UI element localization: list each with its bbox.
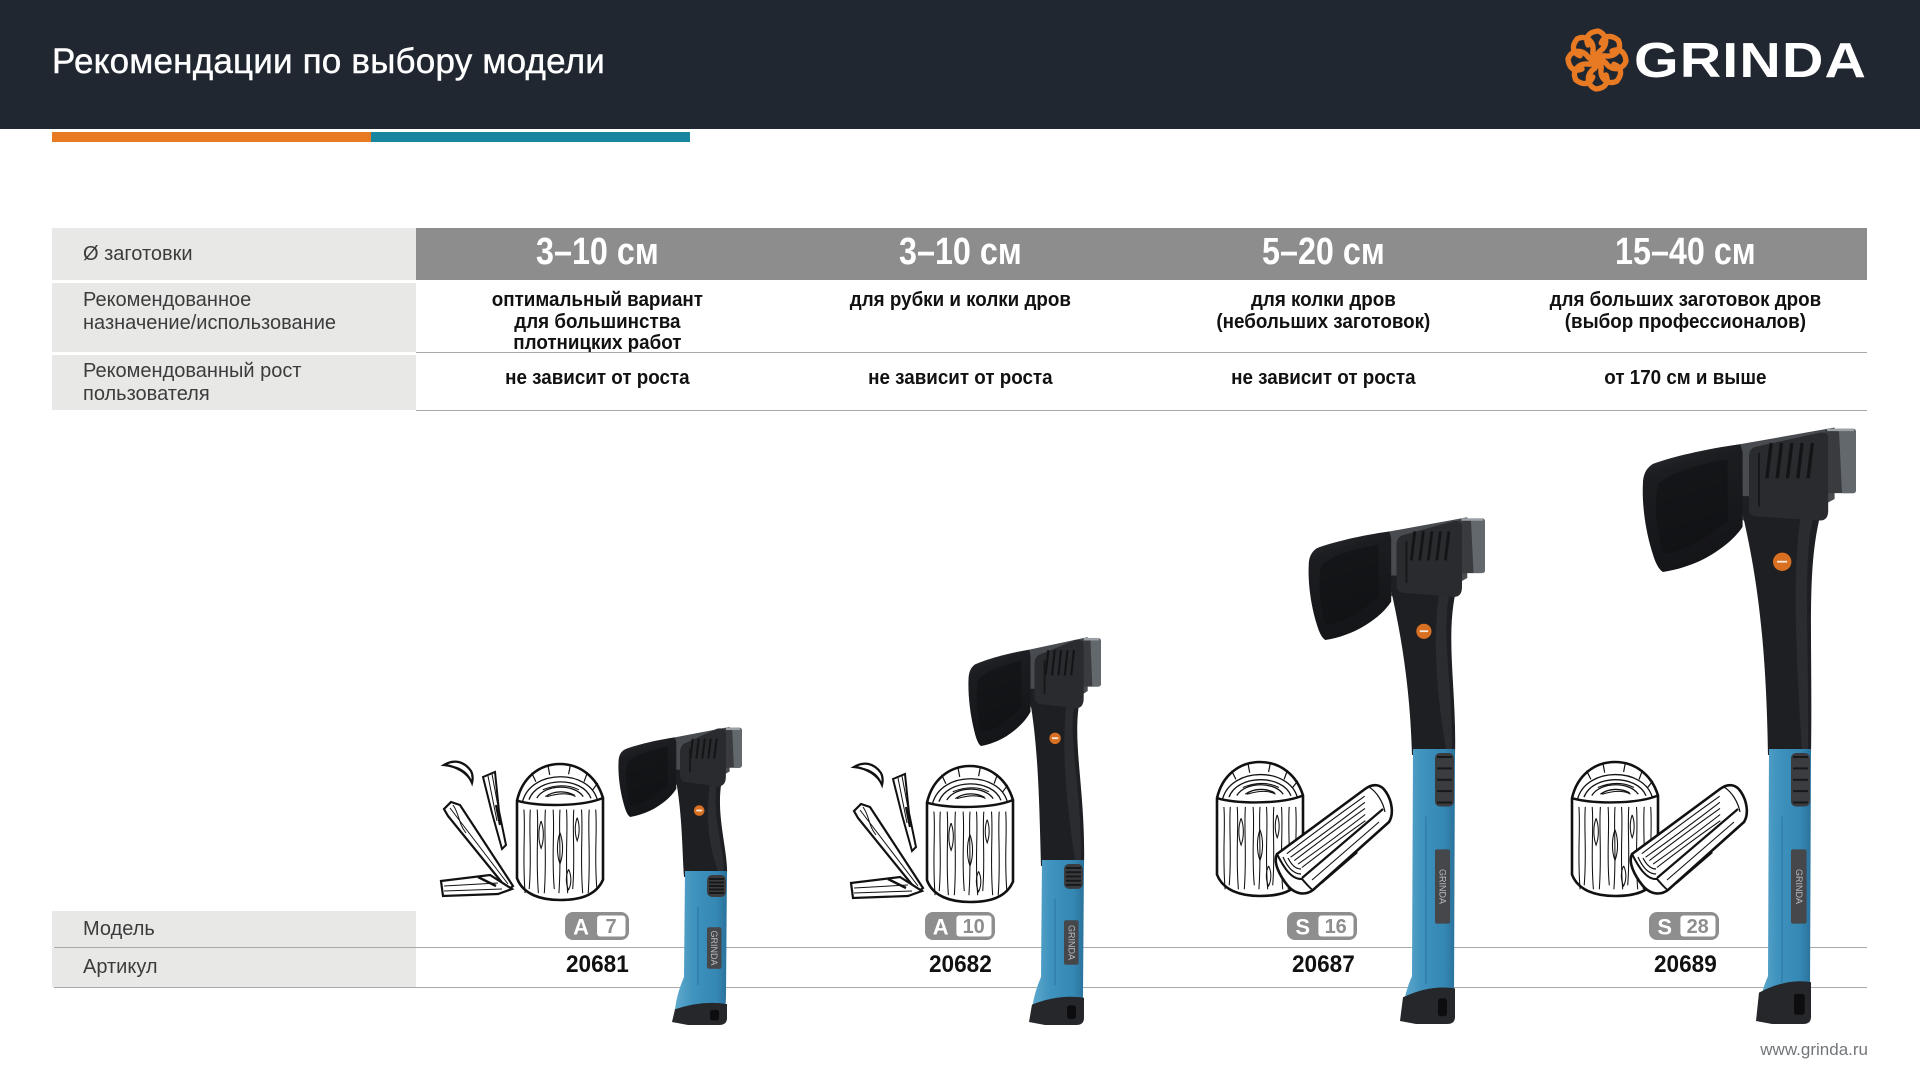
svg-text:S: S bbox=[1657, 915, 1672, 940]
svg-text:7: 7 bbox=[605, 916, 616, 938]
svg-text:10: 10 bbox=[963, 916, 985, 938]
svg-text:A: A bbox=[573, 915, 589, 940]
svg-text:GRINDA: GRINDA bbox=[1634, 34, 1867, 88]
svg-text:16: 16 bbox=[1325, 916, 1347, 938]
svg-text:GRINDA: GRINDA bbox=[1794, 869, 1804, 904]
svg-text:S: S bbox=[1295, 915, 1310, 940]
svg-text:GRINDA: GRINDA bbox=[709, 930, 719, 965]
svg-text:A: A bbox=[933, 915, 949, 940]
svg-text:GRINDA: GRINDA bbox=[1066, 925, 1076, 960]
svg-text:28: 28 bbox=[1687, 916, 1709, 938]
svg-text:GRINDA: GRINDA bbox=[1438, 869, 1448, 904]
